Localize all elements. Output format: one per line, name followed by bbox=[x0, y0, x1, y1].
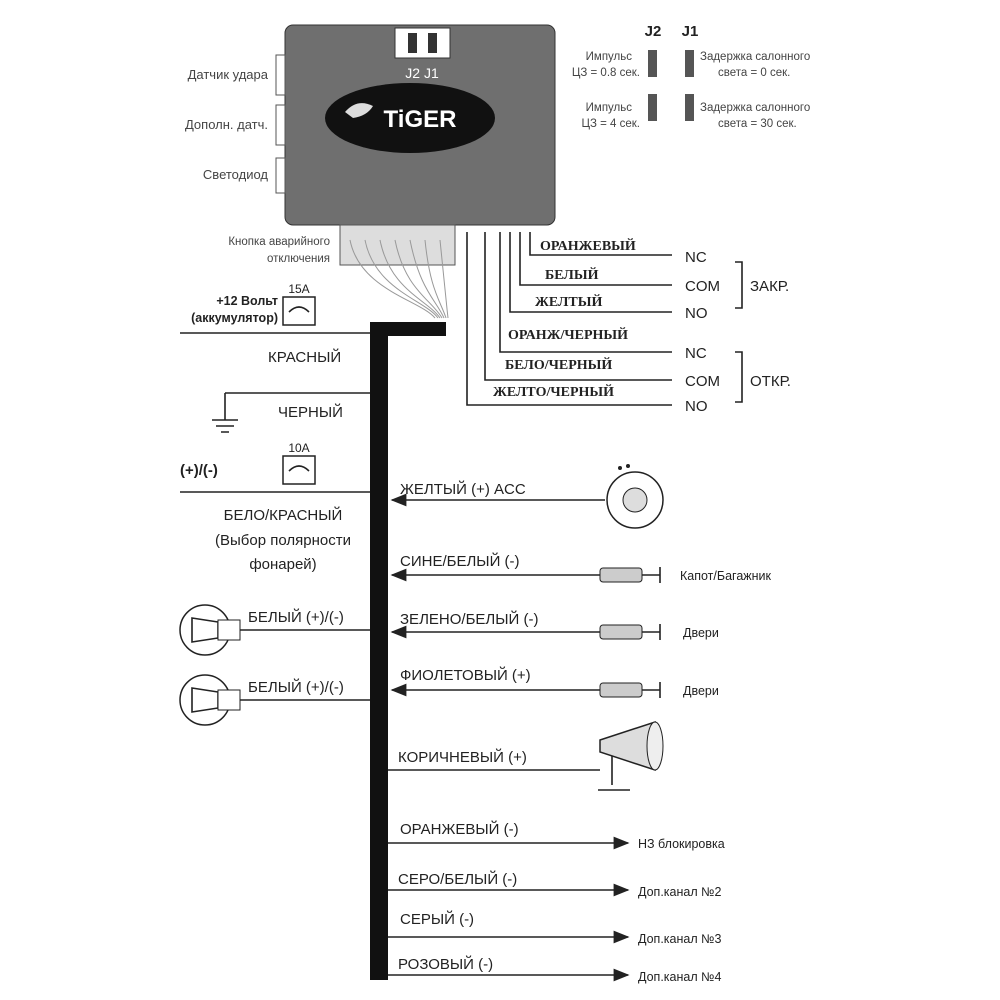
output-wire-2-label: СЕРО/БЕЛЫЙ (-) bbox=[398, 870, 517, 888]
alarm-unit: J2 J1 TiGER bbox=[275, 24, 556, 266]
j1-option-1: Задержка салонного bbox=[700, 51, 810, 63]
output-target-4: Доп.канал №4 bbox=[638, 970, 722, 984]
fuse-15a-icon bbox=[282, 296, 316, 326]
lock-com: COM bbox=[685, 278, 720, 295]
tiger-logo bbox=[325, 83, 495, 153]
unlock-com: COM bbox=[685, 373, 720, 390]
emergency-button-label-2: отключения bbox=[267, 253, 330, 265]
red-wire-label: КРАСНЫЙ bbox=[268, 348, 341, 366]
output-target-2: Доп.канал №2 bbox=[638, 885, 722, 899]
lamp-wire-1-label: БЕЛЫЙ (+)/(-) bbox=[248, 608, 344, 626]
unlock-label: ОТКР. bbox=[750, 373, 791, 390]
ignition-switch-icon bbox=[606, 464, 664, 529]
lamp-wire-2-label: БЕЛЫЙ (+)/(-) bbox=[248, 678, 344, 696]
hood-switch-icon bbox=[599, 567, 661, 583]
hood-wire-label: СИНЕ/БЕЛЫЙ (-) bbox=[400, 552, 520, 570]
door-label-2: Двери bbox=[683, 684, 719, 698]
output-wire-3-label: СЕРЫЙ (-) bbox=[400, 910, 474, 928]
port-led: Светодиод bbox=[203, 167, 268, 182]
door-switch-icon bbox=[599, 682, 661, 698]
ground-icon bbox=[212, 392, 370, 433]
lamp-icon bbox=[179, 604, 241, 656]
door-wire-2-label: ФИОЛЕТОВЫЙ (+) bbox=[400, 666, 531, 684]
harness-wires bbox=[349, 239, 449, 319]
door-wire-1-label: ЗЕЛЕНО/БЕЛЫЙ (-) bbox=[400, 610, 539, 628]
unlock-wire-2: БЕЛО/ЧЕРНЫЙ bbox=[505, 356, 612, 373]
fuse-15a-label: 15A bbox=[288, 282, 309, 296]
white-red-note-1: (Выбор полярности bbox=[215, 532, 351, 549]
jumper-block bbox=[394, 27, 451, 59]
door-label-1: Двери bbox=[683, 626, 719, 640]
j1-option-2: Задержка салонного bbox=[700, 102, 810, 114]
output-target-1: НЗ блокировка bbox=[638, 837, 725, 851]
jumper-label: J2 J1 bbox=[405, 65, 439, 81]
j1-option-2b: света = 30 сек. bbox=[718, 118, 797, 130]
output-wire-1-label: ОРАНЖЕВЫЙ (-) bbox=[400, 820, 519, 838]
j2-header: J2 bbox=[645, 23, 662, 40]
white-red-note-2: фонарей) bbox=[249, 556, 316, 573]
output-target-3: Доп.канал №3 bbox=[638, 932, 722, 946]
battery-label: +12 Вольт bbox=[216, 294, 278, 308]
output-wire-4-label: РОЗОВЫЙ (-) bbox=[398, 955, 493, 973]
lock-nc: NC bbox=[685, 249, 707, 266]
hood-label: Капот/Багажник bbox=[680, 569, 772, 583]
j1-header: J1 bbox=[682, 23, 699, 40]
unlock-wire-1: ОРАНЖ/ЧЕРНЫЙ bbox=[508, 326, 628, 343]
j2-option-2b: ЦЗ = 4 сек. bbox=[581, 118, 640, 130]
relay-wires bbox=[466, 232, 743, 406]
fuse-10a-label: 10A bbox=[288, 441, 309, 455]
j2-option-1: Импульс bbox=[586, 51, 633, 63]
siren-icon bbox=[598, 720, 664, 791]
white-red-label: БЕЛО/КРАСНЫЙ bbox=[224, 506, 343, 524]
main-harness-bus bbox=[370, 322, 446, 980]
black-wire-label: ЧЕРНЫЙ bbox=[278, 403, 343, 421]
brand-logo-text: TiGER bbox=[384, 106, 457, 133]
door-switch-icon bbox=[599, 624, 661, 640]
siren-wire-label: КОРИЧНЕВЫЙ (+) bbox=[398, 748, 527, 766]
unlock-no: NO bbox=[685, 398, 708, 415]
lock-wire-3: ЖЕЛТЫЙ bbox=[535, 293, 603, 310]
lock-wire-2: БЕЛЫЙ bbox=[545, 266, 599, 283]
fuse-10a-icon bbox=[282, 455, 316, 485]
port-shock-sensor: Датчик удара bbox=[188, 67, 269, 82]
main-connector bbox=[339, 224, 456, 266]
acc-wire-label: ЖЕЛТЫЙ (+) ACC bbox=[400, 480, 526, 498]
lock-no: NO bbox=[685, 305, 708, 322]
unlock-wire-3: ЖЕЛТО/ЧЕРНЫЙ bbox=[493, 383, 614, 400]
lock-label: ЗАКР. bbox=[750, 278, 789, 295]
j1-option-1b: света = 0 сек. bbox=[718, 67, 790, 79]
emergency-button-label-1: Кнопка аварийного bbox=[228, 236, 330, 248]
j2-option-1b: ЦЗ = 0.8 сек. bbox=[572, 67, 640, 79]
jumper-settings: J2 J1 Импульс ЦЗ = 0.8 сек. Импульс ЦЗ =… bbox=[572, 23, 810, 130]
battery-label-2: (аккумулятор) bbox=[191, 311, 278, 325]
unlock-nc: NC bbox=[685, 345, 707, 362]
lamp-icon bbox=[179, 674, 241, 726]
polarity-label: (+)/(-) bbox=[180, 462, 218, 479]
tiger-head-icon bbox=[345, 103, 373, 118]
lock-wire-1: ОРАНЖЕВЫЙ bbox=[540, 237, 636, 254]
j2-option-2: Импульс bbox=[586, 102, 633, 114]
port-extra-sensor: Дополн. датч. bbox=[185, 117, 268, 132]
